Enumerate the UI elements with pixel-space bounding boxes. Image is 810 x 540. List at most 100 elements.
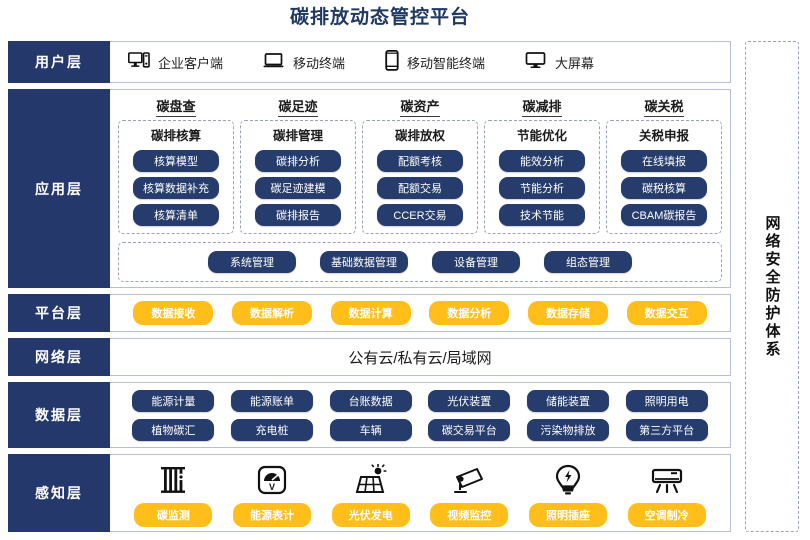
layer-label-platform: 平台层 (8, 294, 110, 332)
app-item-button[interactable]: CCER交易 (377, 204, 463, 226)
layer-label-user: 用户层 (8, 41, 110, 83)
page-title: 碳排放动态管控平台 (289, 7, 470, 28)
app-item-button[interactable]: 碳排分析 (255, 150, 341, 172)
app-item-button[interactable]: 核算模型 (133, 150, 219, 172)
data-item-button[interactable]: 储能装置 (526, 389, 609, 412)
platform-item-button[interactable]: 数据计算 (330, 301, 411, 325)
desktop-tower-icon (128, 52, 150, 72)
smartphone-icon (385, 49, 399, 74)
user-item-large-screen[interactable]: 大屏幕 (525, 52, 594, 72)
data-item-button[interactable]: 照明用电 (625, 389, 708, 412)
security-side-panel: 网络安全防护体系 (745, 41, 799, 532)
laptop-icon (263, 52, 285, 72)
app-column-title: 碳减排 (522, 96, 562, 117)
data-item-button[interactable]: 植物碳汇 (132, 418, 215, 441)
user-item-label: 大屏幕 (555, 55, 595, 71)
data-item-button[interactable]: 第三方平台 (625, 418, 708, 441)
app-column-carbon-reduction: 碳减排 节能优化 能效分析 节能分析 技术节能 (484, 96, 600, 234)
user-item-enterprise-client[interactable]: 企业客户端 (128, 52, 223, 72)
app-item-button[interactable]: 配额交易 (377, 177, 463, 199)
app-management-group: 系统管理 基础数据管理 设备管理 组态管理 (118, 242, 722, 282)
app-item-button[interactable]: 核算清单 (133, 204, 219, 226)
layer-body-data: 能源计量 能源账单 台账数据 光伏装置 储能装置 照明用电 植物碳汇 充电桩 车… (110, 382, 731, 448)
data-item-button[interactable]: 污染物排放 (526, 418, 609, 441)
platform-item-button[interactable]: 数据分析 (429, 301, 510, 325)
carbon-monitor-icon (157, 460, 189, 496)
platform-item-button[interactable]: 数据接收 (133, 301, 214, 325)
sense-item-lighting-socket[interactable]: 照明插座 (528, 460, 607, 527)
layer-body-user: 企业客户端 移动终端 (110, 41, 731, 83)
data-item-button[interactable]: 车辆 (329, 418, 412, 441)
layer-body-application: 碳盘查 碳排核算 核算模型 核算数据补充 核算清单 碳足迹 碳排管理 碳排分析 … (110, 89, 731, 288)
security-panel-label: 网络安全防护体系 (763, 214, 781, 359)
app-column-carbon-tariff: 碳关税 关税申报 在线填报 碳税核算 CBAM碳报告 (606, 96, 722, 234)
sense-item-air-conditioning[interactable]: 空调制冷 (627, 460, 706, 527)
air-conditioner-icon (650, 460, 684, 496)
app-item-button[interactable]: 碳足迹建模 (255, 177, 341, 199)
app-group-title: 碳排管理 (272, 129, 323, 143)
user-item-label: 移动智能终端 (407, 55, 486, 71)
sense-item-label: 光伏发电 (331, 502, 410, 527)
app-item-button[interactable]: 能效分析 (499, 150, 585, 172)
sense-item-energy-meter[interactable]: V 能源表计 (232, 460, 311, 527)
layer-row-application: 应用层 碳盘查 碳排核算 核算模型 核算数据补充 核算清单 碳足迹 碳排管理 (8, 89, 731, 288)
data-row-1: 能源计量 能源账单 台账数据 光伏装置 储能装置 照明用电 (124, 389, 716, 412)
layer-row-user: 用户层 企业客户端 (8, 41, 731, 83)
data-item-button[interactable]: 台账数据 (329, 389, 412, 412)
app-group-box: 碳排管理 碳排分析 碳足迹建模 碳排报告 (240, 120, 356, 234)
app-management-button[interactable]: 设备管理 (432, 251, 520, 273)
app-column-title: 碳足迹 (278, 96, 318, 117)
lightbulb-icon (554, 460, 582, 496)
platform-item-button[interactable]: 数据存储 (527, 301, 608, 325)
data-item-button[interactable]: 充电桩 (230, 418, 313, 441)
layer-label-data: 数据层 (8, 382, 110, 448)
data-item-button[interactable]: 能源计量 (132, 389, 215, 412)
layer-row-network: 网络层 公有云/私有云/局域网 (8, 338, 731, 376)
app-item-button[interactable]: 核算数据补充 (133, 177, 219, 199)
platform-item-button[interactable]: 数据交互 (626, 301, 707, 325)
sense-item-label: 视频监控 (430, 502, 509, 527)
app-column-title: 碳盘查 (156, 96, 196, 117)
app-column-carbon-footprint: 碳足迹 碳排管理 碳排分析 碳足迹建模 碳排报告 (240, 96, 356, 234)
layer-body-perception: 碳监测 V 能源表计 (110, 454, 731, 532)
sense-item-label: 照明插座 (528, 502, 607, 527)
layer-row-platform: 平台层 数据接收 数据解析 数据计算 数据分析 数据存储 数据交互 (8, 294, 731, 332)
app-item-button[interactable]: 碳税核算 (621, 177, 707, 199)
app-group-title: 碳排核算 (150, 129, 201, 143)
sense-item-label: 能源表计 (232, 502, 311, 527)
platform-item-button[interactable]: 数据解析 (231, 301, 312, 325)
app-group-box: 关税申报 在线填报 碳税核算 CBAM碳报告 (606, 120, 722, 234)
layer-row-perception: 感知层 (8, 454, 731, 532)
user-item-mobile-terminal[interactable]: 移动终端 (263, 52, 345, 72)
app-item-button[interactable]: 节能分析 (499, 177, 585, 199)
energy-meter-icon: V (256, 460, 288, 496)
app-item-button[interactable]: 在线填报 (621, 150, 707, 172)
app-management-button[interactable]: 基础数据管理 (320, 251, 408, 273)
layer-row-data: 数据层 能源计量 能源账单 台账数据 光伏装置 储能装置 照明用电 植物碳汇 充… (8, 382, 731, 448)
layer-label-perception: 感知层 (8, 454, 110, 532)
sense-item-label: 空调制冷 (627, 502, 706, 527)
app-item-button[interactable]: 技术节能 (499, 204, 585, 226)
app-management-button[interactable]: 系统管理 (208, 251, 296, 273)
app-group-title: 关税申报 (638, 129, 689, 143)
sense-item-carbon-monitor[interactable]: 碳监测 (134, 460, 213, 527)
app-management-button[interactable]: 组态管理 (544, 251, 632, 273)
user-item-label: 企业客户端 (158, 55, 224, 71)
app-item-button[interactable]: 配额考核 (377, 150, 463, 172)
sense-item-solar-power[interactable]: 光伏发电 (331, 460, 410, 527)
app-item-button[interactable]: CBAM碳报告 (621, 204, 707, 226)
sense-item-label: 碳监测 (134, 502, 213, 527)
app-item-button[interactable]: 碳排报告 (255, 204, 341, 226)
layer-label-application: 应用层 (8, 89, 110, 288)
user-item-label: 移动终端 (293, 55, 346, 71)
network-layer-text: 公有云/私有云/局域网 (348, 349, 492, 367)
app-group-title: 节能优化 (516, 129, 567, 143)
data-item-button[interactable]: 碳交易平台 (428, 418, 511, 441)
data-item-button[interactable]: 能源账单 (230, 389, 313, 412)
cctv-camera-icon (452, 460, 486, 496)
user-item-smart-mobile-terminal[interactable]: 移动智能终端 (385, 49, 486, 74)
sense-item-video-surveillance[interactable]: 视频监控 (430, 460, 509, 527)
data-item-button[interactable]: 光伏装置 (428, 389, 511, 412)
app-group-box: 碳排放权 配额考核 配额交易 CCER交易 (362, 120, 478, 234)
